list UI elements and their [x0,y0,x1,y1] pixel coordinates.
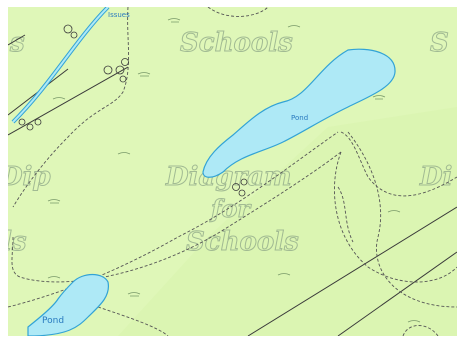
land-area-east [118,107,457,336]
pond-main[interactable] [202,48,396,178]
watermark-dip-right: Di [419,162,452,192]
footpaths [8,7,457,336]
pond-main-label: Pond [291,114,308,122]
stream-label: Issues [108,11,130,19]
watermark-frag-top-left: s [9,28,25,58]
watermark: Schools S s Dip Diagram Di for Schools l… [8,28,453,258]
rough-grassland-symbols [47,18,421,323]
watermark-frag-top-right: S [430,28,449,58]
map-canvas[interactable]: Schools S s Dip Diagram Di for Schools l… [8,7,457,336]
watermark-dip-left: Dip [8,162,51,192]
watermark-frag-left-low: ls [8,227,27,257]
watermark-schools-bottom: Schools [186,227,299,257]
tree-symbols [18,24,248,197]
pond-lower[interactable] [27,273,110,337]
watermark-schools-top: Schools [180,28,293,58]
watermark-for: for [209,194,252,223]
pond-lower-label: Pond [42,316,64,326]
stream-bank [12,7,109,123]
